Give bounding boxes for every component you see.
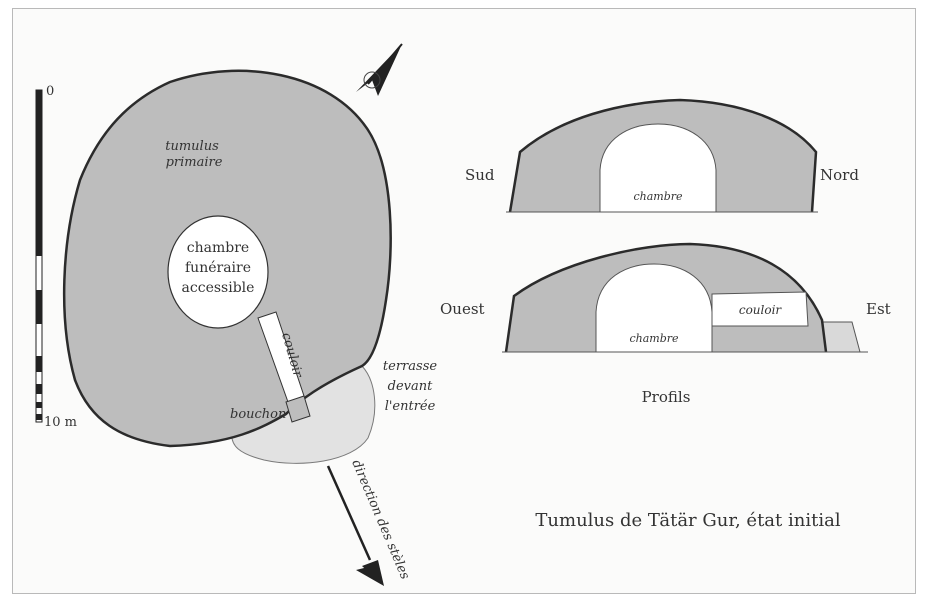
tumulus-label-1: tumulus	[165, 139, 219, 154]
tumulus-label-2: primaire	[166, 155, 223, 170]
steles-direction-label: direction des stèles	[348, 458, 412, 582]
profile-chamber-label-2: chambre	[629, 332, 679, 345]
profile-east-label: Est	[866, 300, 891, 318]
scale-bar	[35, 89, 43, 423]
terrace-label-3: l'entrée	[385, 399, 436, 414]
steles-direction-arrow-icon	[326, 465, 384, 586]
profile-west-label: Ouest	[440, 300, 485, 318]
figure-title: Tumulus de Tätär Gur, état initial	[535, 510, 840, 531]
terrace-label-1: terrasse	[383, 359, 437, 374]
terrace-label-2: devant	[388, 379, 433, 394]
burial-chamber-shape	[167, 215, 269, 329]
profile-chamber-label-1: chambre	[633, 190, 683, 203]
plug-label: bouchon	[230, 407, 286, 422]
scale-top-label: 0	[46, 84, 54, 99]
profile-south-label: Sud	[465, 166, 495, 184]
chamber-label-2: funéraire	[185, 260, 251, 276]
profile-corridor-label: couloir	[739, 303, 783, 317]
profile-west-east	[502, 242, 868, 353]
profiles-caption: Profils	[642, 388, 691, 406]
chamber-label-3: accessible	[182, 280, 255, 296]
profile-south-north	[506, 98, 818, 213]
profile-north-label: Nord	[820, 166, 859, 184]
scale-bottom-label: 10 m	[44, 415, 77, 430]
plug-shape	[285, 395, 311, 423]
chamber-label-1: chambre	[187, 240, 249, 256]
north-arrow-icon	[356, 43, 403, 96]
